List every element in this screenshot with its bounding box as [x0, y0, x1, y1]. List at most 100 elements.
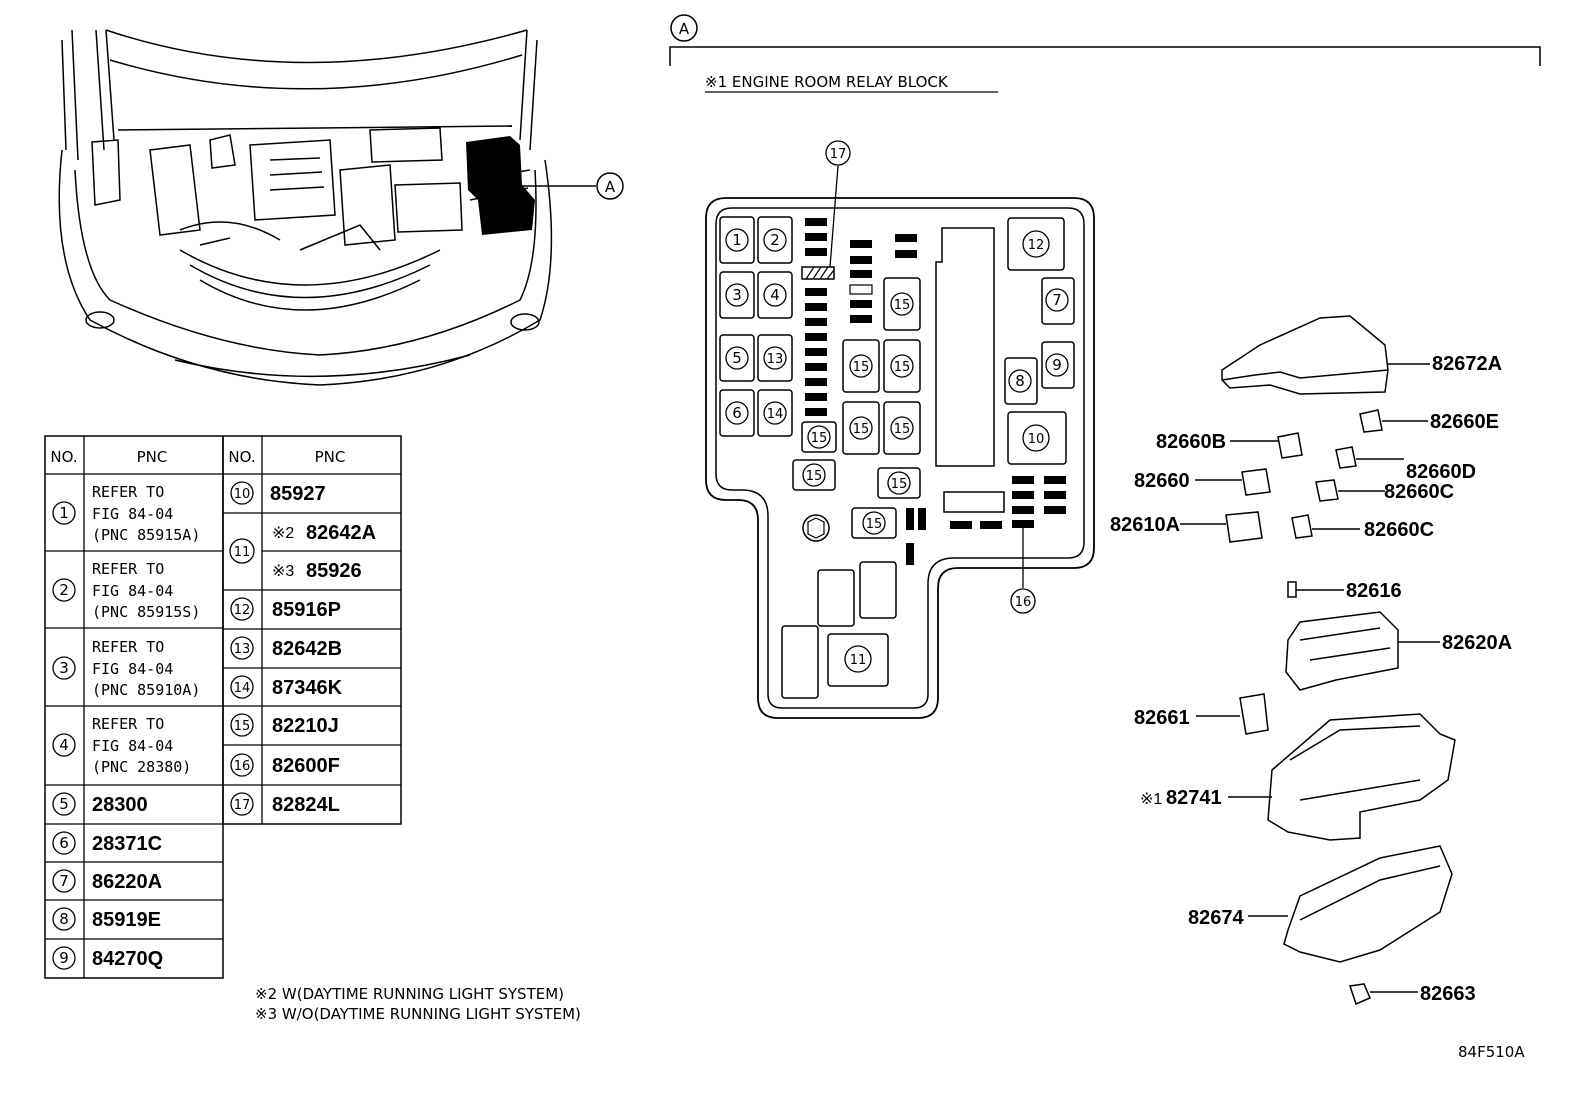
svg-text:82660E: 82660E	[1430, 411, 1499, 433]
svg-text:85916P: 85916P	[272, 599, 341, 621]
svg-text:(PNC 85915A): (PNC 85915A)	[92, 526, 200, 544]
svg-text:12: 12	[1028, 238, 1045, 253]
svg-text:REFER TO: REFER TO	[92, 715, 164, 733]
svg-text:REFER TO: REFER TO	[92, 560, 164, 578]
svg-text:15: 15	[853, 360, 870, 375]
svg-text:(PNC 85915S): (PNC 85915S)	[92, 603, 200, 621]
note-2: ※2 W(DAYTIME RUNNING LIGHT SYSTEM)	[255, 985, 564, 1003]
svg-text:15: 15	[894, 298, 911, 313]
svg-text:84270Q: 84270Q	[92, 948, 163, 970]
svg-text:8: 8	[1015, 372, 1025, 390]
svg-text:※2: ※2	[272, 525, 294, 542]
svg-text:A: A	[605, 178, 616, 196]
svg-text:15: 15	[806, 469, 823, 484]
svg-text:85919E: 85919E	[92, 909, 161, 931]
svg-text:(PNC 28380): (PNC 28380)	[92, 758, 191, 776]
svg-text:PNC: PNC	[137, 448, 168, 466]
svg-text:3: 3	[732, 286, 742, 304]
svg-text:82600F: 82600F	[272, 755, 340, 777]
svg-text:REFER TO: REFER TO	[92, 638, 164, 656]
svg-text:15: 15	[894, 360, 911, 375]
svg-text:15: 15	[234, 719, 251, 734]
svg-text:A: A	[679, 20, 690, 38]
svg-text:16: 16	[1015, 595, 1032, 610]
svg-text:(PNC 85910A): (PNC 85910A)	[92, 681, 200, 699]
svg-text:10: 10	[234, 487, 251, 502]
svg-text:1: 1	[59, 504, 69, 522]
svg-text:82661: 82661	[1134, 707, 1190, 729]
svg-text:11: 11	[234, 545, 251, 560]
pnc-table-left: NO. PNC 1 2 3 4 5 6 7 8 9 REFER TO FIG 8…	[44, 435, 224, 979]
svg-text:82674: 82674	[1188, 907, 1244, 929]
svg-text:NO.: NO.	[50, 448, 77, 466]
svg-text:5: 5	[732, 349, 742, 367]
svg-text:7: 7	[59, 872, 69, 890]
svg-text:82660C: 82660C	[1384, 481, 1454, 503]
svg-text:※1: ※1	[1140, 791, 1162, 808]
svg-text:85927: 85927	[270, 483, 326, 505]
svg-text:15: 15	[853, 422, 870, 437]
svg-text:82824L: 82824L	[272, 794, 340, 816]
svg-text:28300: 28300	[92, 794, 148, 816]
svg-text:9: 9	[1052, 356, 1062, 374]
svg-text:6: 6	[59, 834, 69, 852]
svg-text:7: 7	[1052, 291, 1062, 309]
svg-text:82741: 82741	[1166, 787, 1222, 809]
svg-text:82210J: 82210J	[272, 715, 339, 737]
svg-text:12: 12	[234, 603, 251, 618]
relay-block-top-view	[705, 165, 1095, 719]
svg-text:82616: 82616	[1346, 580, 1402, 602]
svg-text:13: 13	[767, 352, 784, 367]
svg-text:4: 4	[59, 736, 69, 754]
svg-text:15: 15	[891, 477, 908, 492]
svg-text:13: 13	[234, 642, 251, 657]
svg-text:5: 5	[59, 795, 69, 813]
svg-text:PNC: PNC	[315, 448, 346, 466]
svg-text:82663: 82663	[1420, 983, 1476, 1005]
svg-text:82660D: 82660D	[1406, 461, 1476, 483]
svg-text:17: 17	[830, 147, 847, 162]
svg-text:9: 9	[59, 949, 69, 967]
svg-text:15: 15	[894, 422, 911, 437]
section-a-header: A ※1 ENGINE ROOM RELAY BLOCK	[669, 14, 1541, 93]
svg-text:11: 11	[850, 653, 867, 668]
section-title: ※1 ENGINE ROOM RELAY BLOCK	[705, 73, 949, 91]
svg-text:15: 15	[811, 431, 828, 446]
svg-text:14: 14	[234, 681, 251, 696]
svg-text:2: 2	[59, 581, 69, 599]
svg-text:82620A: 82620A	[1442, 632, 1512, 654]
svg-text:14: 14	[767, 407, 784, 422]
svg-text:17: 17	[234, 798, 251, 813]
svg-text:NO.: NO.	[228, 448, 255, 466]
svg-text:85926: 85926	[306, 560, 362, 582]
svg-text:3: 3	[59, 659, 69, 677]
svg-text:FIG 84-04: FIG 84-04	[92, 737, 173, 755]
svg-text:82660C: 82660C	[1364, 519, 1434, 541]
exploded-parts-view	[1180, 315, 1456, 1006]
svg-text:6: 6	[732, 404, 742, 422]
svg-text:10: 10	[1028, 432, 1045, 447]
svg-text:16: 16	[234, 759, 251, 774]
svg-text:FIG 84-04: FIG 84-04	[92, 660, 173, 678]
svg-text:15: 15	[866, 517, 883, 532]
footnotes: ※2 W(DAYTIME RUNNING LIGHT SYSTEM) ※3 W/…	[255, 985, 581, 1023]
svg-text:28371C: 28371C	[92, 833, 162, 855]
svg-text:FIG 84-04: FIG 84-04	[92, 582, 173, 600]
svg-text:1: 1	[732, 231, 742, 249]
svg-text:82672A: 82672A	[1432, 353, 1502, 375]
svg-text:86220A: 86220A	[92, 871, 162, 893]
svg-text:8: 8	[59, 910, 69, 928]
figure-code: 84F510A	[1458, 1043, 1525, 1061]
svg-text:※3: ※3	[272, 563, 294, 580]
part-labels: 82672A 82660E 82660B 82660D 82660 82660C…	[1110, 353, 1512, 1005]
svg-text:82642B: 82642B	[272, 638, 342, 660]
pnc-table-right: NO. PNC 10 11 12 13 14 15 16 17 85927 ※2…	[222, 435, 402, 825]
svg-text:82642A: 82642A	[306, 522, 376, 544]
svg-text:REFER TO: REFER TO	[92, 483, 164, 501]
relay-block-location-marker	[466, 136, 535, 235]
note-3: ※3 W/O(DAYTIME RUNNING LIGHT SYSTEM)	[255, 1005, 581, 1023]
svg-text:82660B: 82660B	[1156, 431, 1226, 453]
svg-text:FIG 84-04: FIG 84-04	[92, 505, 173, 523]
svg-text:2: 2	[770, 231, 780, 249]
